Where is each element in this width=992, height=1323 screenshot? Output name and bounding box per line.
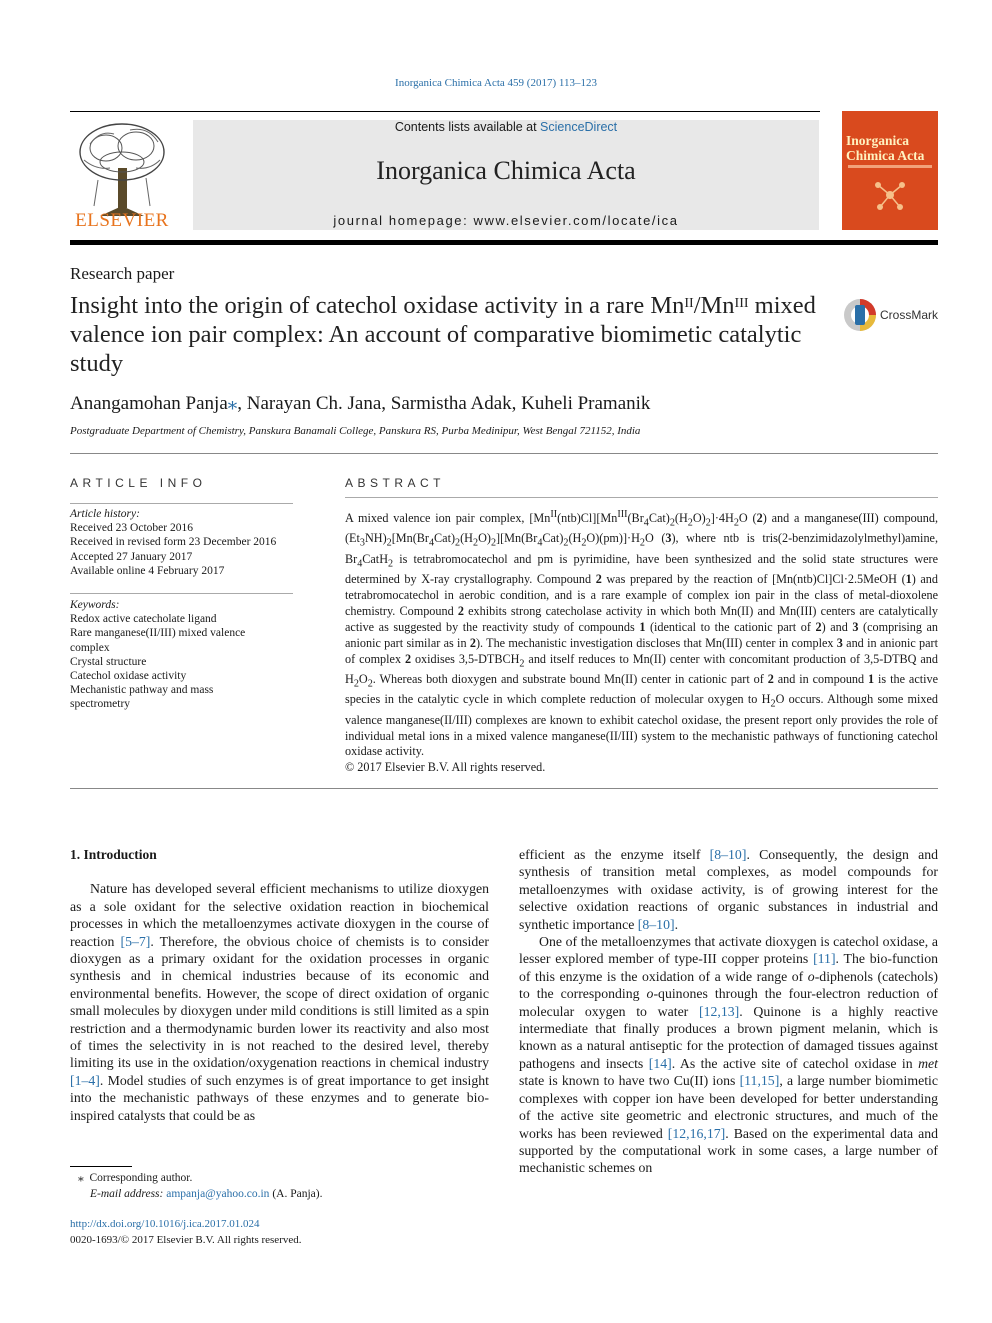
molecule-icon [875,182,905,210]
abstract-bottom-rule [70,788,938,789]
info-top-rule [70,453,938,454]
author-others: , Narayan Ch. Jana, Sarmistha Adak, Kuhe… [237,393,651,414]
reference-link[interactable]: [5–7] [120,933,151,949]
title-sup-1: II [684,296,694,311]
abstract-text: A mixed valence ion pair complex, [MnII(… [345,509,939,759]
intro-paragraph-1: Nature has developed several efficient m… [70,881,489,1123]
reference-link[interactable]: [12,16,17] [667,1125,726,1141]
keywords-label: Keywords: [70,599,120,611]
intro-paragraph-2: One of the metalloenzymes that activate … [519,934,939,1176]
intro-right-column: efficient as the enzyme itself [8–10]. C… [519,846,938,1177]
abstract-body: A mixed valence ion pair complex, [MnII(… [345,507,938,776]
header-rule [70,111,820,112]
section-heading-introduction: 1. Introduction [70,847,157,862]
email-name: (A. Panja). [269,1188,323,1200]
keyword-item: spectrometry [70,698,131,711]
affiliation: Postgraduate Department of Chemistry, Pa… [70,425,641,437]
cover-title-line1: Inorganica [846,133,910,148]
contents-prefix: Contents lists available at [394,120,541,134]
keywords-rule [70,593,293,594]
reference-link[interactable]: [8–10] [637,916,675,932]
abstract-rule [345,497,938,498]
footnote-rule [70,1166,132,1167]
author-corresponding[interactable]: Anangamohan Panja [70,393,228,414]
footnote-corresponding: Corresponding author. [89,1172,193,1184]
intro-left-column: 1. Introduction Nature has developed sev… [70,846,489,1124]
author-list: Anangamohan Panja⁎, Narayan Ch. Jana, Sa… [70,392,650,415]
title-text-2: /Mn [693,292,735,319]
publisher-logo[interactable]: ELSEVIER [70,120,174,232]
article-history: Article history: Received 23 October 201… [70,507,300,578]
title-text-1: Insight into the origin of catechol oxid… [70,292,685,319]
history-accepted: Accepted 27 January 2017 [70,550,193,563]
sciencedirect-link[interactable]: ScienceDirect [540,120,618,134]
tree-icon [79,123,165,216]
article-title: Insight into the origin of catechol oxid… [70,291,830,378]
keyword-item: complex [70,641,110,654]
history-label: Article history: [70,508,140,520]
article-info-rule [70,503,293,504]
header-thick-rule [70,240,938,245]
email-label: E-mail address: [90,1188,167,1200]
email-link[interactable]: ampanja@yahoo.co.in [166,1188,270,1200]
journal-citation[interactable]: Inorganica Chimica Acta 459 (2017) 113–1… [395,77,597,89]
cover-title-line2: Chimica Acta [846,148,925,163]
title-text-3: mixed valence ion pair complex: An accou… [70,292,816,377]
journal-banner [193,120,819,230]
reference-link[interactable]: [12,13] [699,1003,740,1019]
journal-name: Inorganica Chimica Acta [376,156,636,185]
keywords: Keywords: Redox active catecholate ligan… [70,598,300,712]
crossmark-badge[interactable]: CrossMark [842,297,942,337]
reference-link[interactable]: [14] [648,1055,672,1071]
journal-homepage[interactable]: journal homepage: www.elsevier.com/locat… [333,213,679,228]
reference-link[interactable]: [11] [813,951,836,967]
abstract-copyright: © 2017 Elsevier B.V. All rights reserved… [345,760,546,775]
article-type: Research paper [70,264,175,283]
crossmark-icon [844,299,876,331]
keyword-item: Rare manganese(II/III) mixed valence [70,627,246,640]
footnote: ⁎ Corresponding author. E-mail address: … [78,1170,322,1202]
abstract-heading: ABSTRACT [345,476,446,490]
keyword-item: Mechanistic pathway and mass [70,684,214,697]
corresponding-star[interactable]: ⁎ [227,393,238,414]
reference-link[interactable]: [8–10] [709,847,747,862]
cover-subtitle-bar [848,165,932,168]
history-online: Available online 4 February 2017 [70,564,225,577]
article-info-heading: ARTICLE INFO [70,476,207,490]
reference-link[interactable]: [1–4] [70,1072,100,1088]
crossmark-label: CrossMark [880,308,939,322]
history-received: Received 23 October 2016 [70,522,193,535]
doi-link[interactable]: http://dx.doi.org/10.1016/j.ica.2017.01.… [70,1218,260,1230]
issn-line: 0020-1693/© 2017 Elsevier B.V. All right… [70,1233,302,1246]
keyword-item: Catechol oxidase activity [70,670,187,683]
title-sup-2: III [734,296,749,311]
keyword-item: Redox active catecholate ligand [70,613,217,626]
intro-paragraph-1-cont: efficient as the enzyme itself [8–10]. C… [519,847,938,932]
publisher-name: ELSEVIER [75,210,169,231]
contents-line: Contents lists available at ScienceDirec… [193,120,819,134]
keyword-item: Crystal structure [70,655,147,668]
doi-block: http://dx.doi.org/10.1016/j.ica.2017.01.… [70,1217,302,1248]
history-revised: Received in revised form 23 December 201… [70,536,277,549]
reference-link[interactable]: [11,15] [739,1073,780,1089]
footnote-star: ⁎ [78,1172,84,1184]
